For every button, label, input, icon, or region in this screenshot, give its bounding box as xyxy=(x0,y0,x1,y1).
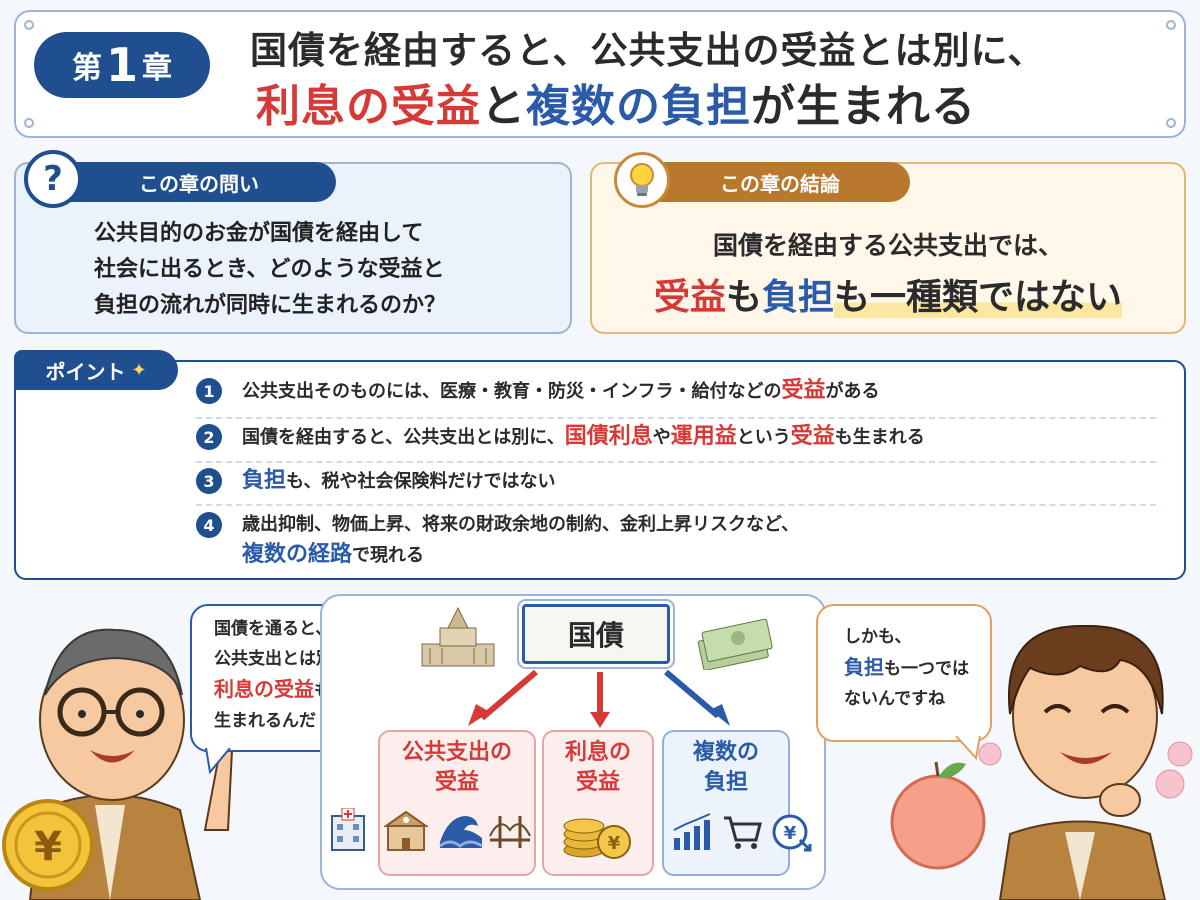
point-divider xyxy=(196,417,1156,419)
parliament-building-icon xyxy=(421,606,495,667)
point-text-part: で現れる xyxy=(352,545,425,566)
public-spending-benefit-box: 公共支出の 受益 xyxy=(378,730,536,876)
corner-dot xyxy=(24,118,34,128)
school-icon xyxy=(384,810,428,851)
bubble-tail xyxy=(205,748,231,774)
bubble-tail xyxy=(955,736,981,760)
bubble-text-part: も一つでは xyxy=(884,659,969,679)
point-emphasis: 負担 xyxy=(242,468,287,493)
point-emphasis: 複数の経路 xyxy=(242,542,353,567)
yen-up-icon: ¥ xyxy=(772,814,812,852)
page-title-line2: 利息の受益と複数の負担が生まれる xyxy=(256,70,1156,134)
point-text-part: という xyxy=(736,427,791,448)
bubble-emphasis: 負担 xyxy=(844,655,884,679)
point-text-part: や xyxy=(652,427,671,448)
title-connector: と xyxy=(481,81,526,132)
header-banner xyxy=(14,10,1186,138)
corner-dot xyxy=(1166,20,1176,30)
bubble-line: 生まれるんだ xyxy=(214,711,316,731)
svg-text:¥: ¥ xyxy=(34,824,62,870)
points-label: ポイント✦ xyxy=(14,350,178,390)
point-item: 2 国債を経由すると、公共支出とは別に、国債利息や運用益という受益も生まれる xyxy=(196,424,1156,453)
bubble-line: 公共支出とは別に xyxy=(214,649,350,669)
point-item: 4 歳出抑制、物価上昇、将来の財政余地の制約、金利上昇リスクなど、 複数の経路で… xyxy=(196,512,1156,571)
banknotes-icon xyxy=(697,618,773,670)
elder-character-illustration: ¥ xyxy=(2,628,234,900)
chart-up-icon xyxy=(673,813,711,850)
points-label-text: ポイント xyxy=(45,359,126,384)
bubble-emphasis: 利息の受益 xyxy=(214,677,314,701)
question-mark-icon: ? xyxy=(24,150,82,208)
point-item: 1 公共支出そのものには、医療・教育・防災・インフラ・給付などの受益がある xyxy=(196,378,1156,407)
conclusion-highlight: も一種類ではない xyxy=(834,277,1123,318)
hospital-icon xyxy=(331,808,365,851)
point-text: 歳出抑制、物価上昇、将来の財政余地の制約、金利上昇リスクなど、 複数の経路で現れ… xyxy=(242,510,799,571)
point-text-part: も生まれる xyxy=(834,427,925,448)
box-line: 受益 xyxy=(575,770,620,795)
point-emphasis: 受益 xyxy=(790,424,835,449)
bubble-line: ないんですね xyxy=(844,689,946,709)
bubble-line: しかも、 xyxy=(844,627,912,647)
coins-yen-icon: ¥ xyxy=(563,818,631,859)
point-number: 3 xyxy=(196,468,222,494)
conclusion-line1: 国債を経由する公共支出では、 xyxy=(712,231,1063,260)
title-interest-benefit: 利息の受益 xyxy=(256,81,481,132)
bubble-line: 国債を通ると、 xyxy=(214,619,333,639)
chapter-suffix: 章 xyxy=(142,51,172,86)
point-text-part: がある xyxy=(825,381,880,402)
point-text-part: 公共支出そのものには、医療・教育・防災・インフラ・給付などの xyxy=(242,381,782,402)
bridge-icon xyxy=(489,816,531,848)
point-emphasis: 国債利息 xyxy=(564,424,653,449)
student-character-illustration xyxy=(890,624,1193,900)
box-line: 受益 xyxy=(434,770,479,795)
lightbulb-icon xyxy=(614,152,670,208)
multiple-burden-box: 複数の 負担 xyxy=(662,730,790,876)
sparkle-icon: ✦ xyxy=(131,359,147,381)
point-divider xyxy=(196,461,1156,463)
box-line: 公共支出の xyxy=(401,740,512,765)
page-title-line1: 国債を経由すると、公共支出の受益とは別に、 xyxy=(250,29,1046,72)
point-text-part: も、税や社会保険料だけではない xyxy=(286,471,556,492)
bubble-line: 負担も一つでは xyxy=(844,652,990,684)
conclusion-benefit: 受益 xyxy=(653,277,726,318)
point-text-part: 歳出抑制、物価上昇、将来の財政余地の制約、金利上昇リスクなど、 xyxy=(242,514,800,535)
point-number: 4 xyxy=(196,512,222,538)
point-emphasis: 運用益 xyxy=(670,424,737,449)
conclusion-particle: も xyxy=(725,277,762,318)
question-text: 公共目的のお金が国債を経由して 社会に出るとき、どのような受益と 負担の流れが同… xyxy=(94,216,534,324)
chapter-number: 1 xyxy=(105,38,138,92)
title-multiple-burden: 複数の負担 xyxy=(526,81,751,132)
point-number: 1 xyxy=(196,378,222,404)
box-line: 利息の xyxy=(564,740,631,765)
point-text: 負担も、税や社会保険料だけではない xyxy=(242,466,555,497)
point-number: 2 xyxy=(196,424,222,450)
point-text-part: 国債を経由すると、公共支出とは別に、 xyxy=(242,427,565,448)
student-speech-bubble: しかも、 負担も一つでは ないんですね xyxy=(816,604,992,742)
svg-text:¥: ¥ xyxy=(784,823,797,844)
question-label: この章の問い xyxy=(62,162,336,202)
cart-icon xyxy=(724,816,762,849)
point-text: 国債を経由すると、公共支出とは別に、国債利息や運用益という受益も生まれる xyxy=(242,422,925,453)
corner-dot xyxy=(24,20,34,30)
conclusion-burden: 負担 xyxy=(762,277,835,318)
box-line: 複数の xyxy=(692,740,759,765)
wave-icon xyxy=(439,816,483,848)
corner-dot xyxy=(1166,118,1176,128)
point-item: 3 負担も、税や社会保険料だけではない xyxy=(196,468,1156,497)
question-line: 負担の流れが同時に生まれるのか？ xyxy=(94,293,447,318)
chapter-prefix: 第 xyxy=(71,51,102,86)
flow-arrows xyxy=(468,669,730,728)
question-line: 社会に出るとき、どのような受益と xyxy=(94,257,445,282)
jgb-center-label: 国債 xyxy=(517,599,675,669)
svg-text:¥: ¥ xyxy=(608,833,621,854)
box-line: 負担 xyxy=(703,770,748,795)
point-text: 公共支出そのものには、医療・教育・防災・インフラ・給付などの受益がある xyxy=(242,376,879,407)
point-divider xyxy=(196,504,1156,506)
question-line: 公共目的のお金が国債を経由して xyxy=(94,221,424,246)
conclusion-label: この章の結論 xyxy=(650,162,910,202)
title-ending: が生まれる xyxy=(751,81,976,132)
point-emphasis: 受益 xyxy=(781,378,826,403)
conclusion-line2: 受益も負担も一種類ではない xyxy=(590,268,1186,320)
